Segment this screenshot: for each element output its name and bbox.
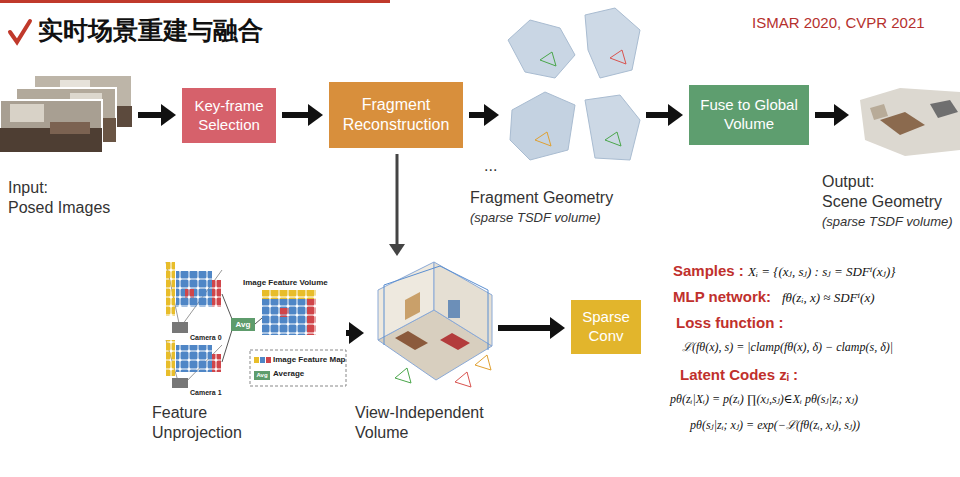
flow-arrow [815, 104, 849, 126]
formula-heading: MLP network: [673, 288, 771, 306]
check-mark [10, 21, 30, 42]
venue-note: ISMAR 2020, CVPR 2021 [752, 14, 925, 32]
flow-arrow [346, 322, 364, 344]
formula: ℒ(fθ(x), s) = |clamp(fθ(x), δ) − clamp(s… [682, 340, 893, 354]
figure-caption: Feature Unprojection [152, 403, 260, 443]
figure-node: Output:Scene Geometry(sparse TSDF volume… [855, 85, 960, 155]
flow-arrow [282, 104, 323, 126]
caption-text: Input: [8, 178, 132, 198]
avg-label: Avg [231, 318, 255, 331]
arrow-shaft [396, 154, 399, 246]
legend-text: Average [273, 369, 304, 379]
process-box: Fragment Reconstruction [329, 82, 463, 148]
caption-text: View-Independent Volume [355, 403, 495, 443]
arrow-shaft [815, 112, 837, 118]
arrow-shaft [138, 112, 164, 118]
legend-sample-square [266, 357, 271, 363]
figure-caption: Fragment Geometry(sparse TSDF volume) [470, 188, 645, 228]
formula-heading: Latent Codes zᵢ : [680, 366, 798, 384]
arrow-head [668, 104, 683, 126]
flow-arrow [469, 104, 499, 126]
caption-text: Fragment Geometry [470, 188, 645, 208]
camera-label: Camera 1 [190, 389, 222, 397]
arrow-head [484, 104, 499, 126]
process-box: Sparse Conv [571, 300, 641, 354]
ellipsis: ... [484, 156, 497, 175]
caption-text: Scene Geometry [822, 192, 957, 212]
formula-heading: Loss function : [676, 314, 784, 332]
flow-arrow [389, 154, 405, 256]
top-rule [0, 0, 390, 3]
figure-caption: Output:Scene Geometry(sparse TSDF volume… [822, 172, 957, 232]
figure-node: View-Independent Volume [370, 262, 492, 400]
formula-heading: Samples : [673, 262, 744, 280]
arrow-head [308, 104, 323, 126]
process-box: Fuse to Global Volume [689, 85, 809, 145]
flow-arrow [646, 104, 683, 126]
arrow-head [161, 104, 176, 126]
arrow-head [389, 244, 405, 256]
arrow-head [834, 104, 849, 126]
formula: pθ(zᵢ|Xᵢ) = p(zᵢ) ∏(xⱼ,sⱼ)∈Xᵢ pθ(sⱼ|zᵢ; … [670, 392, 858, 406]
legend-sample-square [260, 357, 265, 363]
output-scene-illustration [860, 88, 960, 156]
box-label: Key-frame Selection [188, 97, 270, 135]
box-label: Fragment Reconstruction [335, 95, 457, 135]
formula: fθ(zᵢ, x) ≈ SDFⁱ(x) [782, 290, 875, 306]
feature-unprojection-illustration [166, 262, 346, 388]
avg-label: Avg [254, 371, 270, 380]
caption-text: Posed Images [8, 198, 132, 218]
caption-text: Output: [822, 172, 957, 192]
volume-illustration [378, 262, 492, 387]
caption-text: Feature Unprojection [152, 403, 260, 443]
figure-node: Input:Posed Images [0, 75, 132, 152]
process-box: Key-frame Selection [182, 88, 276, 143]
arrow-head [349, 322, 364, 344]
flow-arrow [498, 317, 565, 339]
legend-sample-square [254, 357, 259, 363]
figure-label: Image Feature Volume [243, 278, 328, 288]
flow-arrow [138, 104, 176, 126]
box-label: Sparse Conv [577, 308, 635, 346]
figure-node: Fragment Geometry(sparse TSDF volume) [505, 5, 640, 165]
slide-title: 实时场景重建与融合 [38, 14, 263, 47]
legend-sample [254, 356, 270, 364]
arrow-shaft [498, 325, 553, 331]
figure-caption: Input:Posed Images [8, 178, 132, 218]
formula: pθ(sⱼ|zᵢ; xⱼ) = exp(−ℒ(fθ(zᵢ, xⱼ), sⱼ)) [690, 418, 860, 432]
box-label: Fuse to Global Volume [695, 96, 803, 134]
arrow-shaft [282, 112, 311, 118]
fragment-geometry-illustration [508, 8, 640, 160]
figure-caption: View-Independent Volume [355, 403, 495, 443]
arrow-head [550, 317, 565, 339]
camera-label: Camera 0 [190, 334, 222, 342]
caption-text: (sparse TSDF volume) [822, 212, 957, 232]
legend-text: Image Feature Map [273, 355, 345, 365]
input-photos [0, 75, 132, 152]
formula: Xᵢ = {(xⱼ, sⱼ) : sⱼ = SDFⁱ(xⱼ)} [748, 264, 895, 280]
caption-text: (sparse TSDF volume) [470, 208, 645, 228]
arrow-shaft [646, 112, 671, 118]
